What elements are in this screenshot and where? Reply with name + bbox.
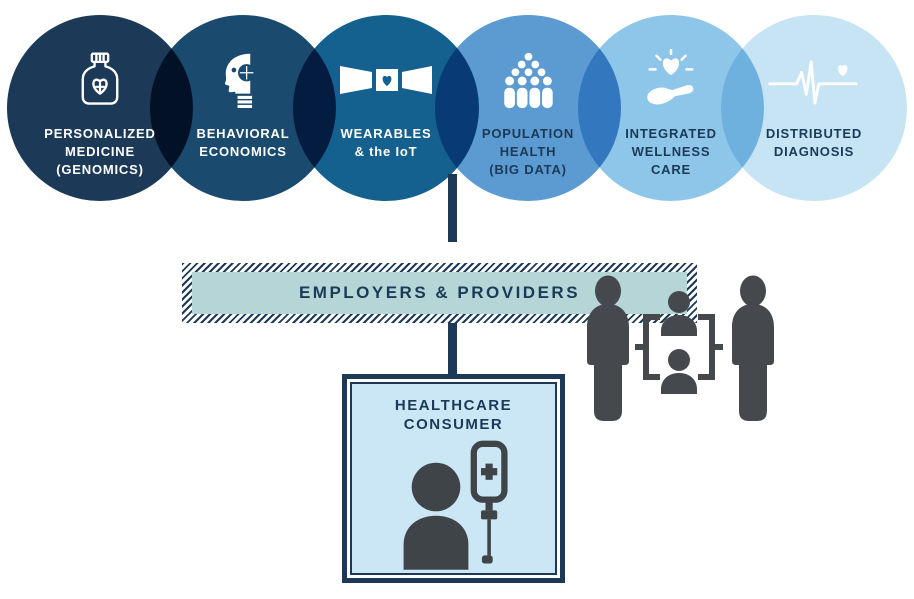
trend-circle-distributed-diagnosis [721, 15, 907, 201]
right-bracket-icon [698, 314, 723, 380]
connector-line-top [448, 174, 457, 242]
left-bracket-icon [635, 314, 660, 380]
population-icon [497, 35, 559, 125]
ekg-heartbeat-icon [768, 35, 860, 125]
healthcare-consumer-card-fill: HEALTHCARE CONSUMER [350, 382, 557, 575]
employers-providers-label: EMPLOYERS & PROVIDERS [298, 283, 581, 302]
wearable-band-icon [338, 35, 434, 125]
circle-label: POPULATION HEALTH (BIG DATA) [481, 126, 575, 177]
person-silhouette [732, 275, 774, 421]
healthcare-consumer-card: HEALTHCARE CONSUMER [342, 374, 565, 583]
hand-heart-icon [640, 35, 702, 125]
circle-label: BEHAVIORAL ECONOMICS [196, 126, 290, 159]
distributed-diagnosis-content: DISTRIBUTED DIAGNOSIS [721, 15, 907, 201]
patient-iv-bag-icon [403, 440, 508, 570]
wearables-iot-content: WEARABLES & the IoT [293, 15, 479, 201]
connector-line-bottom [448, 323, 457, 375]
medicine-bottle-icon [71, 35, 129, 125]
portrait-bust-top [661, 291, 697, 336]
person-silhouette [587, 275, 629, 421]
integrated-wellness-content: INTEGRATED WELLNESS CARE [578, 15, 764, 201]
portrait-bust-bottom [661, 349, 697, 394]
people-group-illustration [587, 275, 774, 421]
circle-label: INTEGRATED WELLNESS CARE [625, 126, 717, 177]
personalized-medicine-content: PERSONALIZED MEDICINE (GENOMICS) [7, 15, 193, 201]
circle-label: PERSONALIZED MEDICINE (GENOMICS) [44, 126, 156, 177]
population-health-content: POPULATION HEALTH (BIG DATA) [435, 15, 621, 201]
head-profile-icon [214, 35, 272, 125]
healthcare-consumer-label: HEALTHCARE CONSUMER [394, 397, 513, 433]
circle-label: WEARABLES & the IoT [340, 126, 432, 159]
behavioral-economics-content: BEHAVIORAL ECONOMICS [150, 15, 336, 201]
circle-label: DISTRIBUTED DIAGNOSIS [765, 126, 863, 159]
